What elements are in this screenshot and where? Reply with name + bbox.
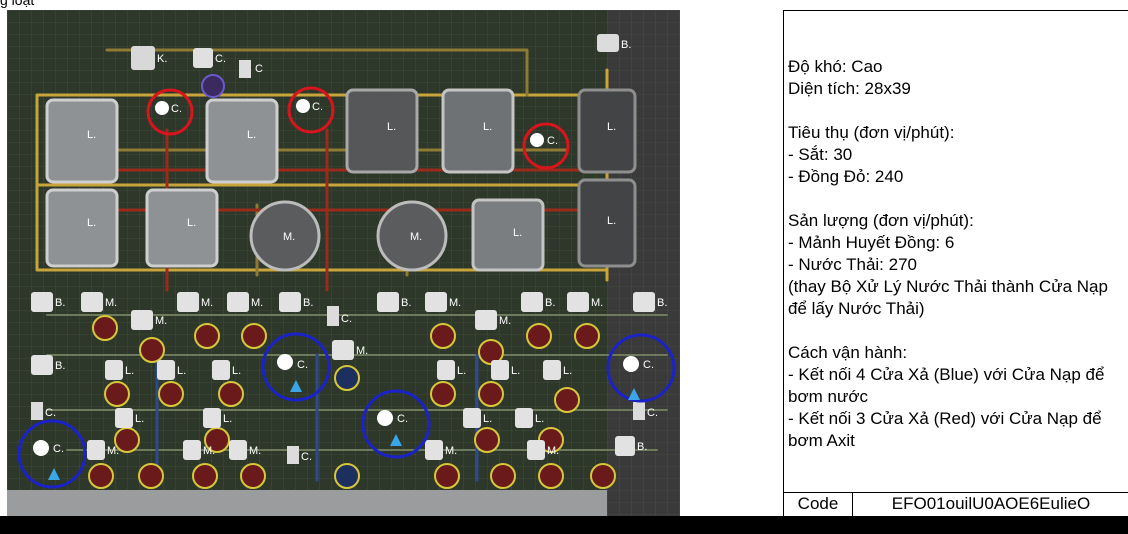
machine-label: B. xyxy=(621,39,631,51)
top-machines: K. C. C B. xyxy=(131,34,631,98)
svg-text:L.: L. xyxy=(483,413,492,425)
svg-text:L.: L. xyxy=(457,365,466,377)
info-panel: Độ khó: Cao Diện tích: 28x39 Tiêu thụ (đ… xyxy=(783,10,1128,516)
blue-outlet-circle xyxy=(17,419,87,489)
svg-text:M.: M. xyxy=(249,445,261,457)
consumption-iron: - Sắt: 30 xyxy=(788,145,853,164)
svg-text:L.: L. xyxy=(535,413,544,425)
output-nodes xyxy=(88,315,616,489)
svg-text:M.: M. xyxy=(201,297,213,309)
blue-highlight-circles: C. C. C. C. xyxy=(17,332,676,489)
svg-text:M.: M. xyxy=(547,445,559,457)
red-outlet-circle xyxy=(146,88,194,136)
blue-outlet-circle xyxy=(361,389,431,459)
info-text: Độ khó: Cao Diện tích: 28x39 Tiêu thụ (đ… xyxy=(788,56,1123,452)
red-outlet-circle xyxy=(287,86,335,134)
svg-text:M.: M. xyxy=(445,445,457,457)
output-shard: - Mảnh Huyết Đồng: 6 xyxy=(788,233,955,252)
difficulty-line: Độ khó: Cao xyxy=(788,57,883,76)
svg-text:M.: M. xyxy=(283,231,295,243)
blue-outlet-circle xyxy=(261,332,331,402)
operation-red: - Kết nối 3 Cửa Xả (Red) với Cửa Nạp để … xyxy=(788,409,1102,450)
svg-text:B.: B. xyxy=(55,360,65,372)
small-machines-row-1: B. M. M. M. M. B. C. B. M. M. B. M. B. xyxy=(31,292,667,330)
svg-text:B.: B. xyxy=(303,297,313,309)
svg-text:L.: L. xyxy=(177,365,186,377)
machine-label: K. xyxy=(157,53,167,65)
small-machines-row-2: B. L. L. L. M. L. L. L. C. L. L. L. L. C… xyxy=(31,340,658,464)
svg-text:B.: B. xyxy=(545,297,555,309)
svg-text:M.: M. xyxy=(203,445,215,457)
blue-outlet-circle xyxy=(606,333,676,403)
code-label: Code xyxy=(784,493,853,516)
spacer xyxy=(788,100,1123,122)
svg-text:M.: M. xyxy=(107,445,119,457)
svg-text:L.: L. xyxy=(135,413,144,425)
svg-text:C.: C. xyxy=(547,135,558,147)
svg-text:C.: C. xyxy=(53,443,64,455)
svg-text:C.: C. xyxy=(301,451,312,463)
svg-text:B.: B. xyxy=(55,297,65,309)
spacer xyxy=(788,320,1123,342)
svg-text:M.: M. xyxy=(356,345,368,357)
red-highlight-circles: C. C. C. xyxy=(146,86,570,170)
svg-text:L.: L. xyxy=(483,121,492,133)
refinery-row-2: L. L. M. M. L. L. xyxy=(45,178,637,272)
consumption-heading: Tiêu thụ (đơn vị/phút): xyxy=(788,123,955,142)
base-platform xyxy=(7,490,607,516)
operation-heading: Cách vận hành: xyxy=(788,343,908,362)
svg-text:L.: L. xyxy=(125,365,134,377)
svg-text:C.: C. xyxy=(341,313,352,325)
svg-text:C.: C. xyxy=(45,407,56,419)
factory-layout: K. C. C B. L. L. L. L. L. L. L. xyxy=(7,10,680,516)
svg-text:C.: C. xyxy=(397,413,408,425)
area-line: Diện tích: 28x39 xyxy=(788,79,911,98)
svg-text:M.: M. xyxy=(410,231,422,243)
svg-text:B.: B. xyxy=(401,297,411,309)
operation-blue: - Kết nối 4 Cửa Xả (Blue) với Cửa Nạp để… xyxy=(788,365,1105,406)
svg-text:L.: L. xyxy=(563,365,572,377)
svg-text:M.: M. xyxy=(449,297,461,309)
svg-text:M.: M. xyxy=(591,297,603,309)
svg-text:L.: L. xyxy=(387,121,396,133)
consumption-copper: - Đồng Đỏ: 240 xyxy=(788,167,904,186)
output-note: (thay Bộ Xử Lý Nước Thải thành Cửa Nạp đ… xyxy=(788,277,1108,318)
svg-text:M.: M. xyxy=(105,297,117,309)
svg-text:B.: B. xyxy=(657,297,667,309)
svg-text:L.: L. xyxy=(232,365,241,377)
output-wastewater: - Nước Thải: 270 xyxy=(788,255,917,274)
belt-network xyxy=(35,48,668,482)
code-row: Code EFO01ouilU0AOE6EulieO xyxy=(784,492,1128,516)
red-outlet-circle xyxy=(522,122,570,170)
svg-text:C.: C. xyxy=(643,359,654,371)
spacer xyxy=(788,188,1123,210)
svg-text:L.: L. xyxy=(87,217,96,229)
svg-text:L.: L. xyxy=(513,227,522,239)
svg-text:C.: C. xyxy=(647,407,658,419)
svg-text:L.: L. xyxy=(87,129,96,141)
svg-text:L.: L. xyxy=(187,217,196,229)
svg-text:M.: M. xyxy=(499,315,511,327)
svg-text:L.: L. xyxy=(607,215,616,227)
game-viewport[interactable]: K. C. C B. L. L. L. L. L. L. L. xyxy=(7,10,680,516)
svg-text:L.: L. xyxy=(607,121,616,133)
refinery-row-1: L. L. L. L. L. xyxy=(45,88,637,184)
svg-text:L.: L. xyxy=(247,129,256,141)
svg-text:C.: C. xyxy=(171,103,182,115)
svg-text:C.: C. xyxy=(297,359,308,371)
machine-label: C. xyxy=(215,53,226,65)
svg-text:B.: B. xyxy=(637,441,647,453)
svg-text:C.: C. xyxy=(312,101,323,113)
code-value[interactable]: EFO01ouilU0AOE6EulieO xyxy=(891,494,1091,513)
output-heading: Sản lượng (đơn vị/phút): xyxy=(788,211,974,230)
svg-text:L.: L. xyxy=(223,413,232,425)
svg-text:M.: M. xyxy=(155,315,167,327)
top-title: g loạt xyxy=(0,0,35,8)
machine-label: C xyxy=(255,63,263,75)
svg-text:M.: M. xyxy=(251,297,263,309)
svg-text:L.: L. xyxy=(511,365,520,377)
